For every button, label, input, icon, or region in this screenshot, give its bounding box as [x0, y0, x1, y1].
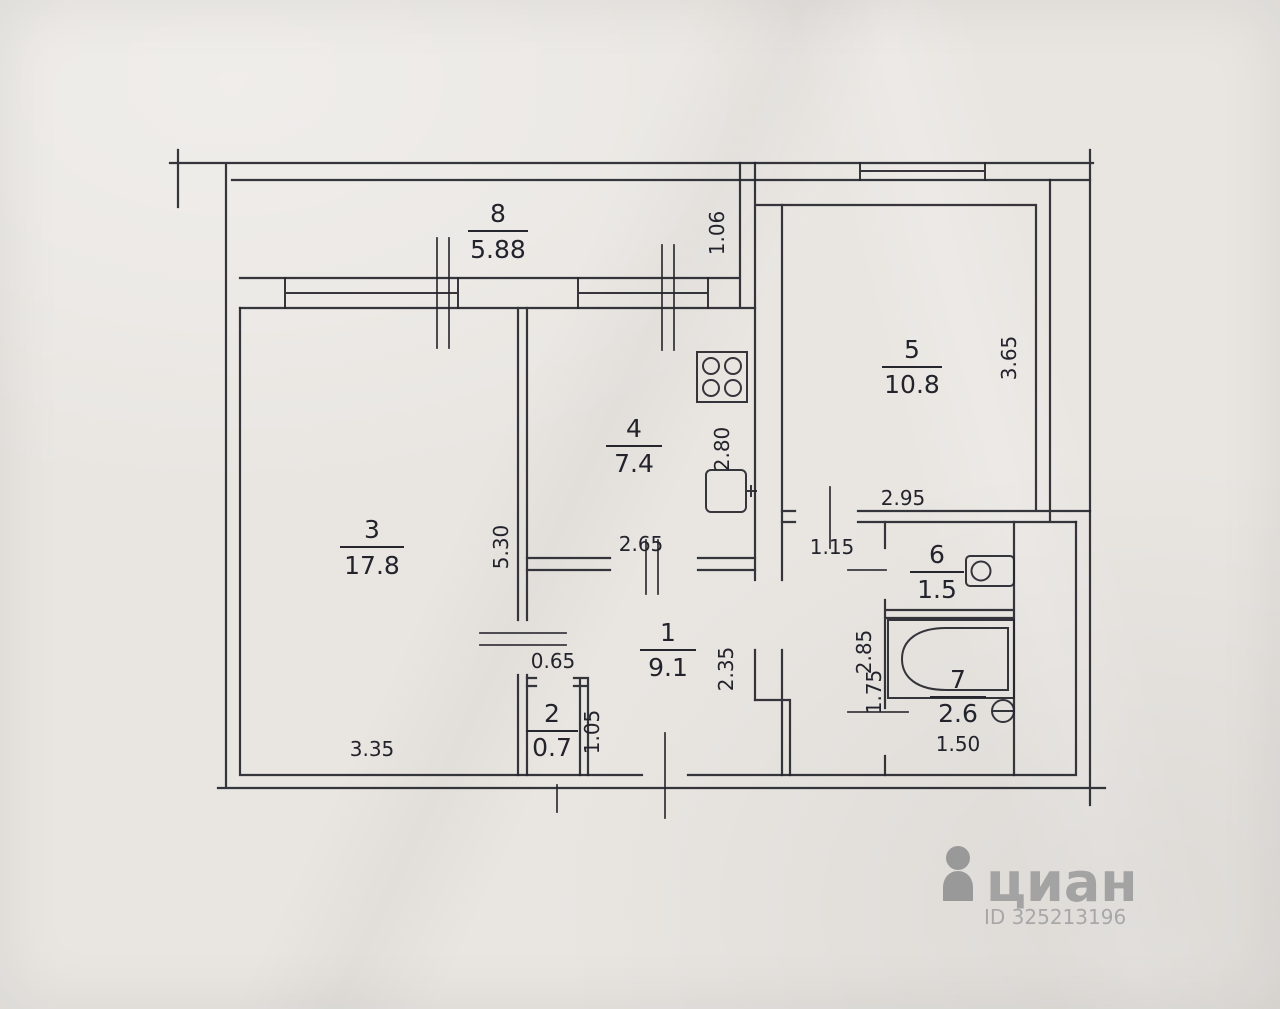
dim-kitchen-width: 2.65 — [619, 532, 664, 556]
room-8-number: 8 — [490, 199, 506, 228]
room-2-number: 2 — [544, 699, 560, 728]
cian-person-icon — [943, 846, 973, 901]
dim-room3-height: 5.30 — [489, 525, 513, 570]
window-kitchen — [577, 277, 709, 309]
room-label-4: 4 7.4 — [606, 414, 662, 478]
room3-right-wall — [516, 306, 529, 777]
watermark-brand: циан — [986, 851, 1138, 914]
room-1-area: 9.1 — [648, 653, 688, 682]
watermark: циан ID 325213196 — [943, 846, 1138, 929]
room-8-area: 5.88 — [470, 235, 526, 264]
room-label-3: 3 17.8 — [340, 515, 404, 580]
dimension-labels: 2.95 2.65 1.15 0.65 3.35 1.50 1.06 3.65 … — [350, 211, 1021, 761]
dim-corridor-width: 1.15 — [810, 535, 855, 559]
dim-closet-height: 1.05 — [580, 710, 604, 755]
room-3-area: 17.8 — [344, 551, 400, 580]
room-label-5: 5 10.8 — [882, 335, 942, 399]
room-5-number: 5 — [904, 335, 920, 364]
room-label-6: 6 1.5 — [910, 540, 964, 604]
interior-walls — [238, 161, 1092, 777]
tick-lines — [436, 237, 909, 819]
room5-walls — [755, 178, 1092, 524]
room-6-number: 6 — [929, 540, 945, 569]
room-7-number: 7 — [950, 665, 966, 694]
window-room3 — [284, 277, 459, 309]
hall-step-wall — [753, 698, 792, 777]
dim-corridor-height: 2.85 — [852, 630, 876, 675]
outer-wall-lines — [168, 148, 1107, 807]
balcony-walls — [238, 161, 757, 310]
room-4-number: 4 — [626, 414, 642, 443]
dim-bathroom-height: 1.75 — [862, 670, 886, 715]
window-top-right — [859, 162, 986, 181]
room-4-area: 7.4 — [614, 449, 654, 478]
room-label-7: 7 2.6 — [930, 665, 986, 728]
wc-sink-icon — [965, 555, 1015, 587]
dim-closet-width: 0.65 — [531, 649, 576, 673]
inner-wall-lines — [230, 178, 1092, 777]
windows — [284, 162, 986, 309]
room-label-1: 1 9.1 — [640, 618, 696, 682]
dim-room3-width: 3.35 — [350, 737, 395, 761]
dim-room5-width: 2.95 — [881, 486, 926, 510]
dim-hall-height: 2.35 — [714, 647, 738, 692]
watermark-listing-id: ID 325213196 — [984, 905, 1126, 929]
room-labels: 8 5.88 5 10.8 4 7.4 3 17.8 — [340, 199, 986, 762]
dimension-ticks — [436, 237, 909, 819]
kitchen-bottom-wall — [525, 556, 757, 572]
room-1-number: 1 — [660, 618, 676, 647]
room-3-number: 3 — [364, 515, 380, 544]
room-label-2: 2 0.7 — [526, 699, 578, 762]
closet-walls — [525, 676, 590, 777]
washbasin-icon — [991, 699, 1015, 723]
room-2-area: 0.7 — [532, 733, 572, 762]
room-label-8: 8 5.88 — [468, 199, 528, 264]
room-7-area: 2.6 — [938, 699, 978, 728]
kitchen-sink-icon — [705, 469, 757, 513]
dim-kitchen-height: 2.80 — [710, 427, 734, 472]
dim-balcony-depth: 1.06 — [705, 211, 729, 256]
wc-bath-walls — [883, 520, 1016, 777]
dim-room5-height: 3.65 — [997, 336, 1021, 381]
room-6-area: 1.5 — [917, 575, 957, 604]
stove-icon — [696, 351, 748, 403]
exterior-walls — [168, 148, 1107, 807]
room-5-area: 10.8 — [884, 370, 940, 399]
dim-bathroom-width: 1.50 — [936, 732, 981, 756]
hall-right-wall — [753, 161, 784, 777]
